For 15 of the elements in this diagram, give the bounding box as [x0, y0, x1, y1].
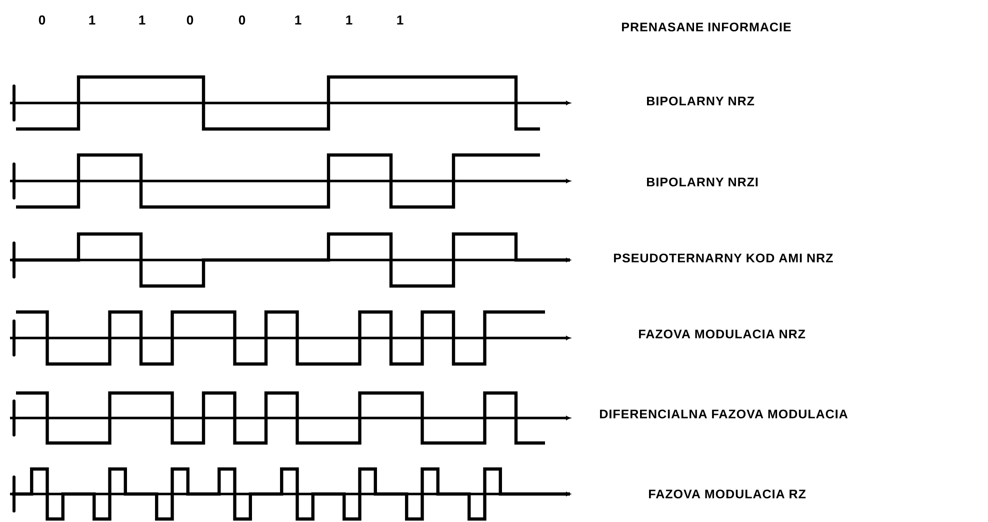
signal-label: DIFERENCIALNA FAZOVA MODULACIA — [600, 410, 848, 418]
signal-label: PSEUDOTERNARNY KOD AMI NRZ — [614, 254, 833, 262]
signal-label: BIPOLARNY NRZ — [647, 96, 754, 106]
bit-value: 0 — [38, 15, 46, 25]
signal-label: FAZOVA MODULACIA NRZ — [639, 330, 806, 338]
bit-value: 1 — [295, 16, 302, 24]
signal-label: BIPOLARNY NRZI — [647, 178, 758, 186]
bit-value: 0 — [238, 15, 246, 25]
bit-value: 1 — [89, 16, 96, 24]
bit-value: 1 — [346, 16, 352, 24]
row-heading: PRENASANE INFORMACIE — [622, 22, 791, 32]
bit-value: 1 — [397, 16, 404, 24]
bit-value: 0 — [186, 15, 194, 25]
signal-label: FAZOVA MODULACIA RZ — [649, 490, 806, 498]
bit-value: 1 — [139, 16, 146, 24]
